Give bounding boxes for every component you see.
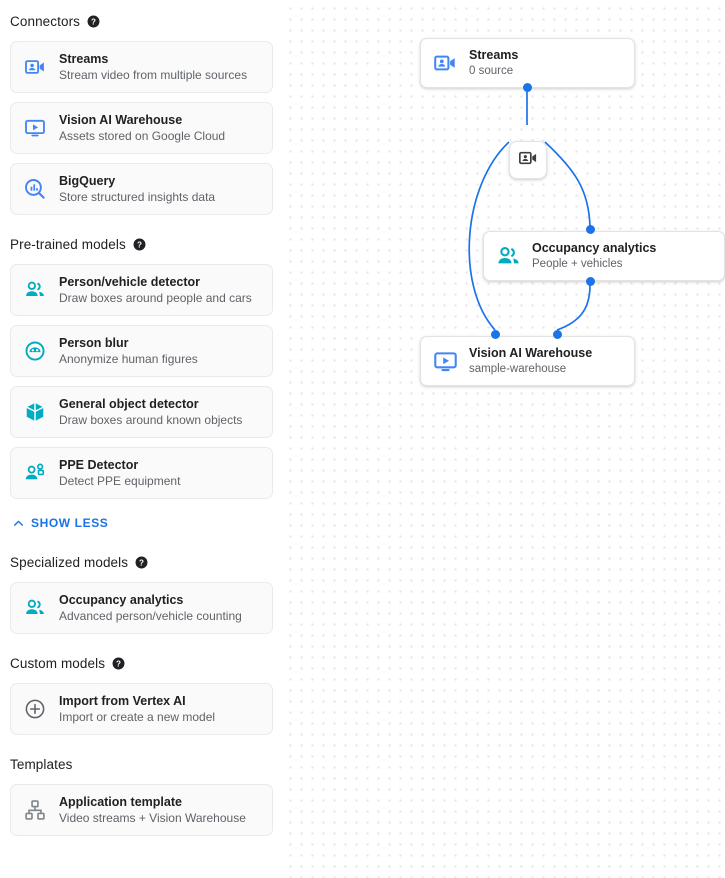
section-header-pre-trained-models: Pre-trained models ? xyxy=(0,233,283,255)
palette-item-streams[interactable]: Streams Stream video from multiple sourc… xyxy=(10,41,273,93)
palette-item-occupancy-analytics[interactable]: Occupancy analytics Advanced person/vehi… xyxy=(10,582,273,634)
plus-circle-icon xyxy=(11,698,59,720)
section-header-specialized-models: Specialized models ? xyxy=(0,551,283,573)
monitor-play-icon xyxy=(11,117,59,139)
palette-item-vision-ai-warehouse[interactable]: Vision AI Warehouse Assets stored on Goo… xyxy=(10,102,273,154)
graph-port-warehouse-input-right[interactable] xyxy=(553,330,562,339)
section-header-connectors: Connectors ? xyxy=(0,10,283,32)
account-tree-icon xyxy=(11,799,59,821)
section-header-custom-models: Custom models ? xyxy=(0,652,283,674)
video-camera-person-icon xyxy=(421,51,469,75)
graph-port-streams-output[interactable] xyxy=(523,83,532,92)
help-circle-icon[interactable]: ? xyxy=(133,238,146,251)
palette-item-subtitle: Anonymize human figures xyxy=(59,351,198,366)
palette-item-title: General object detector xyxy=(59,396,199,411)
section-title: Specialized models xyxy=(10,554,129,570)
person-gear-icon xyxy=(11,462,59,484)
palette-item-general-object-detector[interactable]: General object detector Draw boxes aroun… xyxy=(10,386,273,438)
palette-item-subtitle: Draw boxes around known objects xyxy=(59,412,243,427)
graph-node-subtitle: sample-warehouse xyxy=(469,363,567,375)
palette-item-subtitle: Draw boxes around people and cars xyxy=(59,290,252,305)
people-icon xyxy=(11,597,59,619)
palette-item-subtitle: Stream video from multiple sources xyxy=(59,67,248,82)
graph-node-subtitle: People + vehicles xyxy=(532,258,623,270)
graph-node-junction[interactable] xyxy=(509,141,547,179)
help-circle-icon[interactable]: ? xyxy=(112,657,125,670)
graph-port-warehouse-input-left[interactable] xyxy=(491,330,500,339)
video-camera-person-icon xyxy=(518,148,538,173)
palette-item-title: BigQuery xyxy=(59,173,116,188)
show-less-button[interactable]: SHOW LESS xyxy=(12,513,108,533)
palette-item-title: Vision AI Warehouse xyxy=(59,112,183,127)
palette-item-subtitle: Video streams + Vision Warehouse xyxy=(59,810,246,825)
graph-node-vision-ai-warehouse[interactable]: Vision AI Warehouse sample-warehouse xyxy=(420,336,635,386)
face-blur-icon xyxy=(11,340,59,362)
palette-item-subtitle: Store structured insights data xyxy=(59,189,216,204)
palette-item-person-blur[interactable]: Person blur Anonymize human figures xyxy=(10,325,273,377)
svg-text:?: ? xyxy=(116,659,121,668)
graph-node-title: Occupancy analytics xyxy=(532,241,657,255)
section-title: Templates xyxy=(10,756,73,772)
cube-icon xyxy=(11,401,59,423)
palette-item-import-from-vertex-ai[interactable]: Import from Vertex AI Import or create a… xyxy=(10,683,273,735)
graph-node-streams[interactable]: Streams 0 source xyxy=(420,38,635,88)
component-palette-sidebar: Connectors ? Streams Stream video from m… xyxy=(0,0,283,878)
video-camera-person-icon xyxy=(11,56,59,78)
palette-item-bigquery[interactable]: BigQuery Store structured insights data xyxy=(10,163,273,215)
graph-edges xyxy=(468,55,591,331)
svg-text:?: ? xyxy=(139,558,144,567)
graph-node-occupancy-analytics[interactable]: Occupancy analytics People + vehicles xyxy=(483,231,725,281)
palette-item-title: Application template xyxy=(59,794,182,809)
graph-node-title: Streams xyxy=(469,48,519,62)
palette-item-title: Person blur xyxy=(59,335,129,350)
palette-item-title: PPE Detector xyxy=(59,457,139,472)
section-title: Pre-trained models xyxy=(10,236,126,252)
graph-port-occupancy-output[interactable] xyxy=(586,277,595,286)
help-circle-icon[interactable]: ? xyxy=(87,15,100,28)
palette-item-title: Occupancy analytics xyxy=(59,592,184,607)
palette-item-title: Import from Vertex AI xyxy=(59,693,186,708)
graph-node-title: Vision AI Warehouse xyxy=(469,346,593,360)
magnifier-barchart-icon xyxy=(11,178,59,200)
palette-item-subtitle: Advanced person/vehicle counting xyxy=(59,608,242,623)
people-icon xyxy=(11,279,59,301)
palette-item-subtitle: Assets stored on Google Cloud xyxy=(59,128,226,143)
monitor-play-icon xyxy=(421,349,469,374)
graph-node-subtitle: 0 source xyxy=(469,65,514,77)
section-title: Connectors xyxy=(10,13,81,29)
svg-text:?: ? xyxy=(137,240,142,249)
palette-item-ppe-detector[interactable]: PPE Detector Detect PPE equipment xyxy=(10,447,273,499)
graph-canvas[interactable]: Streams 0 source Occupancy analytics Peo… xyxy=(283,0,725,878)
graph-port-occupancy-input[interactable] xyxy=(586,225,595,234)
palette-item-subtitle: Detect PPE equipment xyxy=(59,473,181,488)
palette-item-title: Person/vehicle detector xyxy=(59,274,201,289)
section-title: Custom models xyxy=(10,655,106,671)
palette-item-application-template[interactable]: Application template Video streams + Vis… xyxy=(10,784,273,836)
chevron-up-icon xyxy=(12,517,25,530)
svg-text:?: ? xyxy=(91,17,96,26)
people-icon xyxy=(484,244,532,269)
palette-item-person-vehicle-detector[interactable]: Person/vehicle detector Draw boxes aroun… xyxy=(10,264,273,316)
show-less-label: SHOW LESS xyxy=(31,516,109,530)
palette-item-title: Streams xyxy=(59,51,109,66)
help-circle-icon[interactable]: ? xyxy=(135,556,148,569)
section-header-templates: Templates xyxy=(0,753,283,775)
palette-item-subtitle: Import or create a new model xyxy=(59,709,216,724)
